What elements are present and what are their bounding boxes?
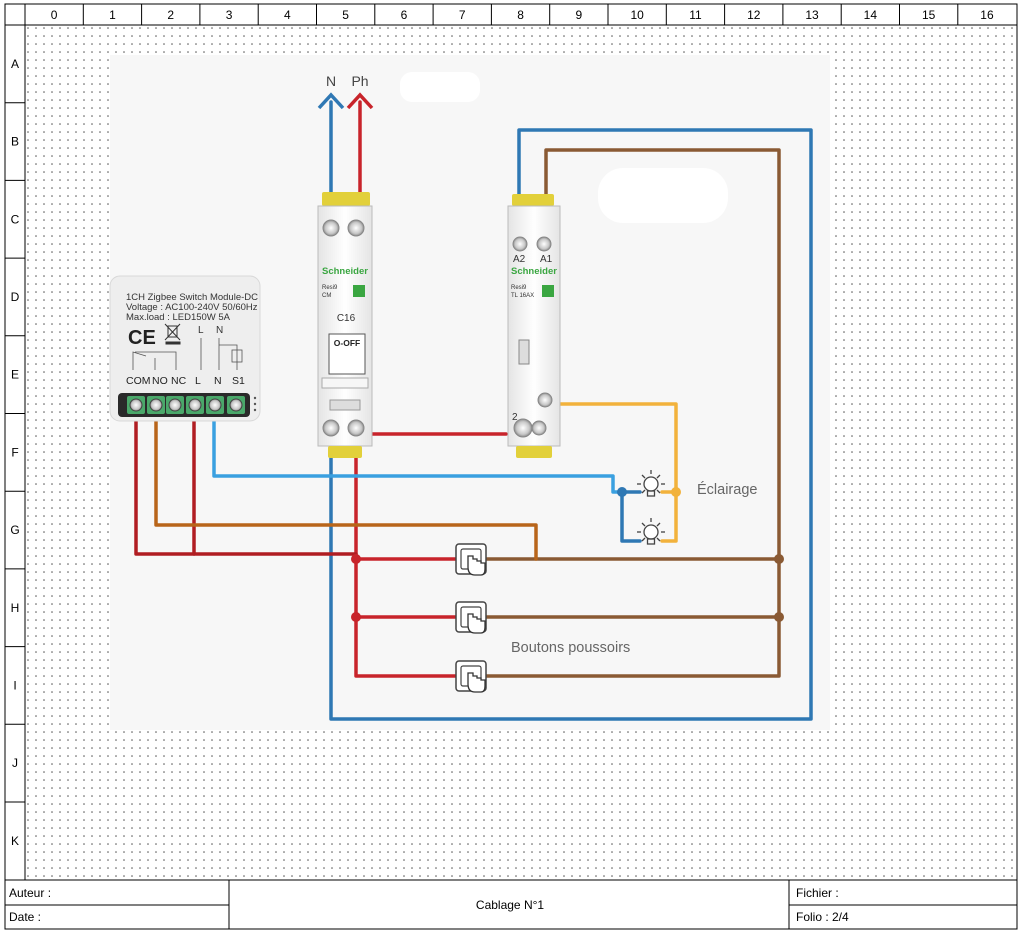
breaker-brand: Schneider <box>322 266 368 277</box>
column-label: 5 <box>342 8 349 22</box>
column-label: 2 <box>167 8 174 22</box>
terminal-screw-head <box>208 398 222 412</box>
title-block <box>5 879 1017 929</box>
column-label: 6 <box>401 8 408 22</box>
folio-label: Folio : 2/4 <box>796 910 849 924</box>
row-header: A B C D E F G H I J K <box>5 57 25 848</box>
column-label: 11 <box>689 8 702 22</box>
module-terminal-label: N <box>214 375 222 387</box>
arrow-up-icon <box>317 92 374 110</box>
module-no-wire <box>154 403 538 561</box>
buttons-label: Boutons poussoirs <box>511 640 630 656</box>
column-label: 4 <box>284 8 291 22</box>
breaker-series: Resi9 <box>322 285 338 291</box>
terminal-screw-head <box>168 398 182 412</box>
module-inner-n: N <box>216 325 223 336</box>
row-label: C <box>11 212 20 226</box>
lighting-label: Éclairage <box>697 481 757 498</box>
zigbee-module: 1CH Zigbee Switch Module-DC Voltage : AC… <box>109 275 261 422</box>
row-label: G <box>10 523 19 537</box>
column-label: 16 <box>980 8 994 22</box>
module-terminal-label: L <box>195 375 201 387</box>
terminal-screw-head <box>188 398 202 412</box>
row-label: F <box>11 445 18 459</box>
column-label: 7 <box>459 8 466 22</box>
column-label: 12 <box>747 8 761 22</box>
row-label: D <box>11 290 20 304</box>
row-label: A <box>11 57 19 71</box>
ce-mark-icon: CE <box>128 327 156 349</box>
push-button-icon <box>455 660 487 693</box>
module-com-wire <box>134 403 358 556</box>
neutral-loop-wire <box>329 128 813 721</box>
lamp-icon <box>637 470 665 545</box>
date-label: Date : <box>9 910 41 924</box>
module-terminal-label: NO <box>152 375 168 387</box>
module-line-2: Voltage : AC100-240V 50/60Hz <box>126 302 258 313</box>
neutral-label: N <box>326 73 336 89</box>
breaker-state: O-OFF <box>334 338 360 348</box>
module-n-wire <box>212 403 624 494</box>
push-button-icon <box>455 601 487 634</box>
relay-terminal-a2: A2 <box>513 254 526 265</box>
terminal-screw-head <box>149 398 163 412</box>
row-label: E <box>11 368 19 382</box>
circuit-breaker: Schneider Resi9 CM C16 O-OFF <box>317 192 373 458</box>
row-label: K <box>11 834 19 848</box>
column-label: 1 <box>109 8 116 22</box>
phase-label: Ph <box>351 73 368 89</box>
column-label: 13 <box>805 8 819 22</box>
column-label: 8 <box>517 8 524 22</box>
breaker-rating: C16 <box>337 313 356 324</box>
row-label: I <box>13 678 16 692</box>
column-label: 9 <box>576 8 583 22</box>
module-line-1: 1CH Zigbee Switch Module-DC <box>126 292 258 303</box>
push-button-icon <box>455 543 487 576</box>
relay-series: Resi9 <box>511 285 527 291</box>
weee-bin-icon <box>164 323 181 345</box>
terminal-screw-head <box>229 398 243 412</box>
module-line-3: Max.load : LED150W 5A <box>126 312 231 323</box>
module-terminal-label: S1 <box>232 375 245 387</box>
junction-dots <box>351 487 784 622</box>
column-label: 3 <box>226 8 233 22</box>
relay-brand: Schneider <box>511 266 557 277</box>
terminal-screw-head <box>129 398 143 412</box>
column-label: 10 <box>630 8 644 22</box>
column-label: 0 <box>51 8 58 22</box>
relay-terminal-a1: A1 <box>540 254 553 265</box>
column-label: 15 <box>922 8 936 22</box>
module-inner-l: L <box>198 325 204 336</box>
drawing-title: Cablage N°1 <box>476 898 545 912</box>
impulse-relay: A2 A1 Schneider Resi9 TL 16AX 2 <box>507 194 561 458</box>
row-label: J <box>12 756 18 770</box>
module-terminal-label: NC <box>171 375 187 387</box>
relay-model: TL 16AX <box>511 293 534 299</box>
relay-terminal-2: 2 <box>512 412 518 423</box>
row-label: B <box>11 135 19 149</box>
module-terminal-label: COM <box>126 375 151 387</box>
column-label: 14 <box>864 8 878 22</box>
breaker-sub: CM <box>322 293 331 299</box>
row-label: H <box>11 601 20 615</box>
file-label: Fichier : <box>796 886 839 900</box>
author-label: Auteur : <box>9 886 51 900</box>
